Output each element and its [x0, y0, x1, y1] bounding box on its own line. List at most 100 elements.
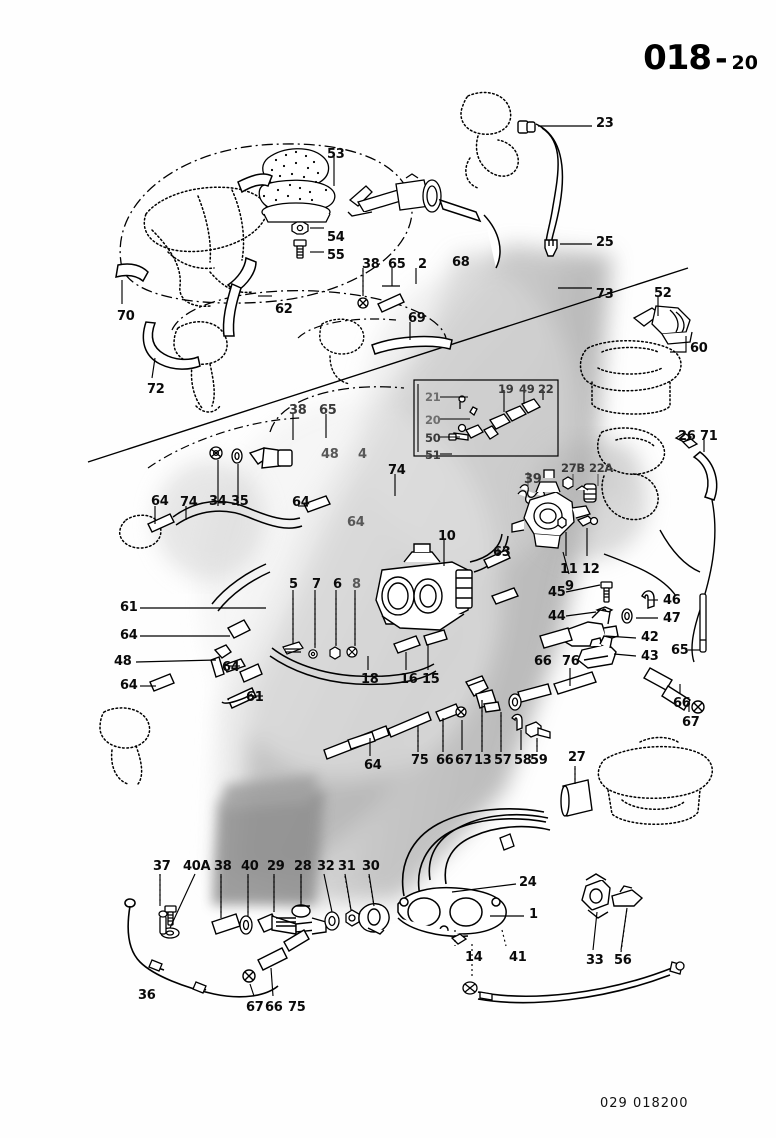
part-27-sleeve-bottom	[560, 779, 593, 817]
part-30-bracket	[358, 903, 390, 935]
callout-38-upper: 38	[362, 257, 380, 272]
callout-67-b: 67	[455, 753, 473, 768]
callout-15: 15	[422, 672, 440, 687]
callout-42: 42	[641, 630, 659, 645]
callout-leader-lines-faded	[527, 472, 599, 490]
callout-45: 45	[548, 585, 566, 600]
callout-76: 76	[562, 654, 580, 669]
callout-20: 20	[425, 413, 441, 427]
part-47-bushing	[621, 608, 633, 624]
part-36-harness-fittings	[148, 910, 207, 994]
callout-35: 35	[231, 494, 249, 509]
part-38-spacer	[211, 913, 241, 935]
callout-64-e: 64	[120, 678, 138, 693]
callout-67-a: 67	[682, 715, 700, 730]
cast-part-dotted-bottom-left	[99, 707, 151, 785]
callout-75-b: 75	[288, 1000, 306, 1015]
callout-40: 40	[241, 859, 259, 874]
callout-33: 33	[586, 953, 604, 968]
part-24-intake-tubes	[401, 808, 551, 897]
part-74-hose-left	[172, 500, 303, 529]
callout-61-b: 61	[246, 690, 264, 705]
callout-43: 43	[641, 649, 659, 664]
callout-2: 2	[418, 257, 427, 272]
callout-52: 52	[654, 286, 672, 301]
callout-leader-lines-dotted	[159, 270, 628, 978]
part-56-connector	[611, 885, 644, 907]
callout-36: 36	[138, 988, 156, 1003]
callout-8: 8	[352, 577, 361, 592]
part-66-67-right	[643, 667, 705, 714]
callout-5: 5	[289, 577, 298, 592]
part-58-clip	[511, 713, 523, 731]
part-64-sleeve-e	[239, 663, 263, 683]
part-45-bolt	[600, 581, 613, 603]
callout-27: 27	[568, 750, 586, 765]
callout-64-b: 64	[292, 495, 310, 510]
header-dash: -	[715, 42, 728, 77]
callout-31: 31	[338, 859, 356, 874]
callout-56: 56	[614, 953, 632, 968]
part-64-rod-lower	[323, 725, 390, 760]
callout-64-c: 64	[347, 515, 365, 530]
callout-39: 39	[524, 472, 542, 487]
callout-60: 60	[690, 341, 708, 356]
cast-part-dotted-upper-mid	[319, 318, 365, 385]
part-61-hose-lower	[221, 687, 257, 709]
part-31-nut	[345, 909, 360, 927]
part-64-sleeve-c	[227, 619, 251, 639]
callout-72: 72	[147, 382, 165, 397]
part-5-6-7-8-hardware	[282, 641, 358, 660]
part-65-hose-upper	[377, 293, 405, 313]
part-10-assembly	[375, 543, 473, 631]
cast-part-dotted-bottom-right-27	[597, 736, 714, 825]
callout-59: 59	[530, 753, 548, 768]
callout-14-lower: 14	[465, 950, 483, 965]
callout-64-f: 64	[222, 660, 240, 675]
callout-38-lower: 38	[214, 859, 232, 874]
part-71-hose	[692, 451, 718, 501]
part-68-pipe	[438, 198, 501, 269]
callout-34: 34	[209, 494, 227, 509]
callout-65-right: 65	[671, 643, 689, 658]
part-1-flange	[397, 886, 507, 938]
callout-66-b: 66	[673, 696, 691, 711]
part-69-hose	[371, 335, 453, 355]
bottom-cable	[477, 967, 673, 1004]
lower-assembly-outline	[147, 318, 397, 469]
callout-74-left: 74	[180, 495, 198, 510]
center-hose-64-group	[483, 549, 519, 605]
callout-30: 30	[362, 859, 380, 874]
part-62-lower-hose	[222, 282, 242, 337]
callout-46: 46	[663, 593, 681, 608]
callout-32: 32	[317, 859, 335, 874]
callout-71: 71	[700, 429, 718, 444]
cast-part-dotted-right-60	[579, 340, 682, 415]
diagonal-guide-line	[87, 267, 689, 463]
callout-61-a: 61	[120, 600, 138, 615]
callout-27b: 27B	[561, 461, 585, 475]
cast-part-dotted-upper-right	[460, 91, 519, 189]
callout-6: 6	[333, 577, 342, 592]
callout-66-c: 66	[436, 753, 454, 768]
part-34-35-valve	[248, 447, 293, 469]
part-67-clamp	[455, 706, 467, 718]
part-9-throttle-body	[511, 469, 591, 549]
callout-18: 18	[361, 672, 379, 687]
callout-49: 49	[519, 382, 535, 396]
callout-16: 16	[400, 672, 418, 687]
part-27b-parts	[562, 476, 597, 503]
part-54-nut	[291, 221, 309, 235]
callout-47: 47	[663, 611, 681, 626]
callout-74-mid: 74	[388, 463, 406, 478]
part-73-hose	[535, 123, 564, 247]
cast-part-dotted-right-26	[597, 427, 666, 521]
part-35-bushing	[231, 448, 243, 464]
callout-44: 44	[548, 609, 566, 624]
callout-1: 1	[529, 907, 538, 922]
callout-70: 70	[117, 309, 135, 324]
callout-22a: 22A	[589, 461, 614, 475]
cast-housing-dotted-lower-left	[173, 321, 228, 413]
